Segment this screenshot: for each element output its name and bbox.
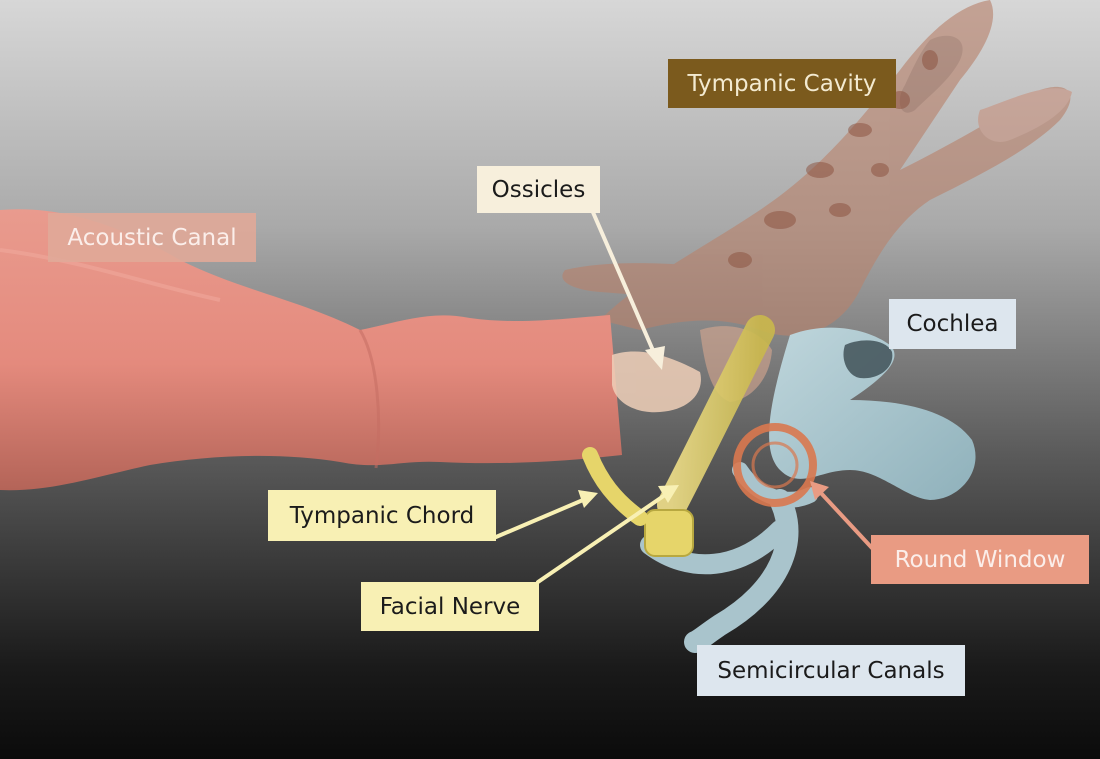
acoustic-canal-label: Acoustic Canal [48,213,256,262]
tympanic-chord-label: Tympanic Chord [268,490,496,541]
round-window-arrow [820,492,872,548]
cochlea-label: Cochlea [889,299,1016,349]
semicircular-canals-label: Semicircular Canals [697,645,965,696]
tympanic-cavity-label: Tympanic Cavity [668,59,896,108]
tympanic-chord-arrow [496,500,583,537]
tympanic-chord-shape [590,455,640,518]
facial-nerve-label: Facial Nerve [361,582,539,631]
ossicles-label: Ossicles [477,166,600,213]
cochlea-shape [769,328,975,500]
tympanic-chord-arrowhead [578,490,598,508]
round-window-label: Round Window [871,535,1089,584]
